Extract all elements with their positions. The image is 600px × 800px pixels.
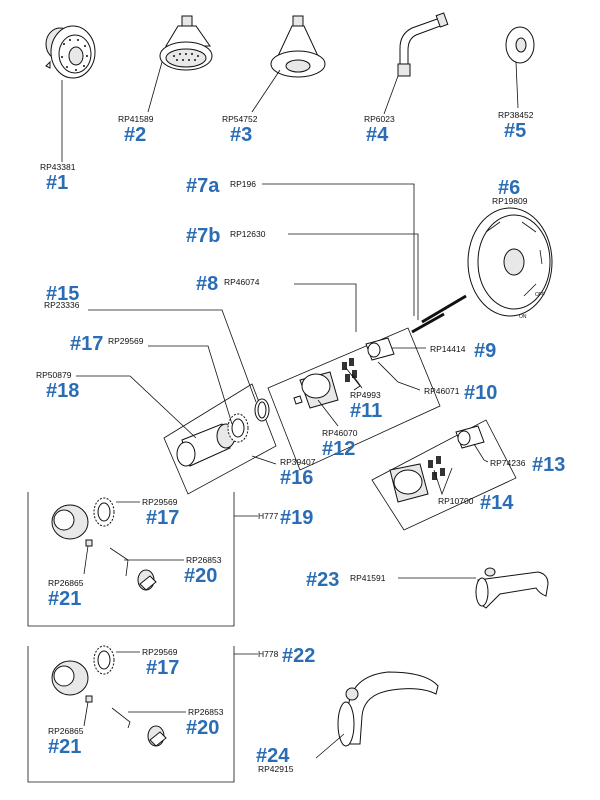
part-15-code: RP23336: [44, 300, 80, 310]
part-2-number: #2: [124, 124, 146, 146]
part-3-number: #3: [230, 124, 252, 146]
part-14-code: RP10700: [438, 496, 474, 506]
showerhead-1-drawing: [45, 25, 96, 79]
part-19-17-code: RP29569: [142, 497, 178, 507]
part-12-number: #12: [322, 438, 355, 460]
part-19-21-number: #21: [48, 588, 81, 610]
handle-kit-22-drawing: [27, 645, 258, 783]
part-6-code: RP19809: [492, 196, 528, 206]
showerhead-3-drawing: [270, 15, 326, 78]
part-19-code: H777: [258, 511, 279, 521]
part-19-number: #19: [280, 507, 313, 529]
part-11-number: #11: [350, 400, 382, 422]
part-19-21-code: RP26865: [48, 578, 84, 588]
part-7b-code: RP12630: [230, 229, 266, 239]
part-19-17-number: #17: [146, 507, 179, 529]
part-23-number: #23: [306, 569, 339, 591]
part-4-code: RP6023: [364, 114, 395, 124]
part-19-20-code: RP26853: [186, 555, 222, 565]
cartridge-assembly-8-drawing: [267, 327, 441, 471]
part-10-code: RP46071: [424, 386, 460, 396]
part-22-17-number: #17: [146, 657, 179, 679]
part-4-number: #4: [366, 124, 389, 146]
part-22-20-code: RP26853: [188, 707, 224, 717]
part-8-number: #8: [196, 273, 218, 295]
flange-5-drawing: [505, 26, 535, 64]
part-5-code: RP38452: [498, 110, 534, 120]
showerhead-2-drawing: [159, 15, 213, 71]
part-12-code: RP46070: [322, 428, 358, 438]
part-18-number: #18: [46, 380, 79, 402]
part-5-number: #5: [504, 120, 526, 142]
screws-7-drawing: [411, 294, 467, 334]
part-1-number: #1: [46, 172, 68, 194]
handle-kit-19-drawing: [27, 492, 258, 627]
part-19-20-number: #20: [184, 565, 217, 587]
part-22-20-number: #20: [186, 717, 219, 739]
shower-arm-4-drawing: [397, 12, 449, 77]
part-24-number: #24: [256, 745, 290, 767]
part-23-code: RP41591: [350, 573, 386, 583]
part-7b-number: #7b: [186, 225, 220, 247]
trim-off-label: OFF: [535, 292, 545, 298]
part-3-code: RP54752: [222, 114, 258, 124]
part-14-number: #14: [480, 492, 514, 514]
part-9-number: #9: [474, 340, 496, 362]
part-24-code: RP42915: [258, 764, 294, 774]
part-15-number: #15: [46, 283, 79, 305]
part-8-code: RP46074: [224, 277, 260, 287]
part-13-code: RP74236: [490, 458, 526, 468]
leader-lines: [61, 61, 519, 759]
tub-spout-23-drawing: [475, 567, 549, 609]
part-7a-code: RP196: [230, 179, 256, 189]
part-6-number: #6: [498, 177, 520, 199]
part-22-21-code: RP26865: [48, 726, 84, 736]
part-17-number: #17: [70, 333, 103, 355]
part-16-number: #16: [280, 467, 313, 489]
part-11-code: RP4993: [350, 390, 381, 400]
part-2-code: RP41589: [118, 114, 154, 124]
part-16-code: RP39407: [280, 457, 316, 467]
part-10-number: #10: [464, 382, 497, 404]
part-13-number: #13: [532, 454, 565, 476]
part-22-number: #22: [282, 645, 315, 667]
part-17-code: RP29569: [108, 336, 144, 346]
part-18-code: RP50879: [36, 370, 72, 380]
diverter-spout-24-drawing: [337, 671, 439, 747]
part-1-code: RP43381: [40, 162, 76, 172]
part-22-17-code: RP29569: [142, 647, 178, 657]
sleeve-assembly-16-drawing: [163, 383, 277, 495]
cartridge-13-drawing: [371, 419, 517, 531]
part-22-code: H778: [258, 649, 279, 659]
trim-plate-6-drawing: ON OFF: [467, 207, 553, 320]
trim-on-label: ON: [519, 314, 527, 320]
part-7a-number: #7a: [186, 175, 220, 197]
part-9-code: RP14414: [430, 344, 466, 354]
part-22-21-number: #21: [48, 736, 81, 758]
